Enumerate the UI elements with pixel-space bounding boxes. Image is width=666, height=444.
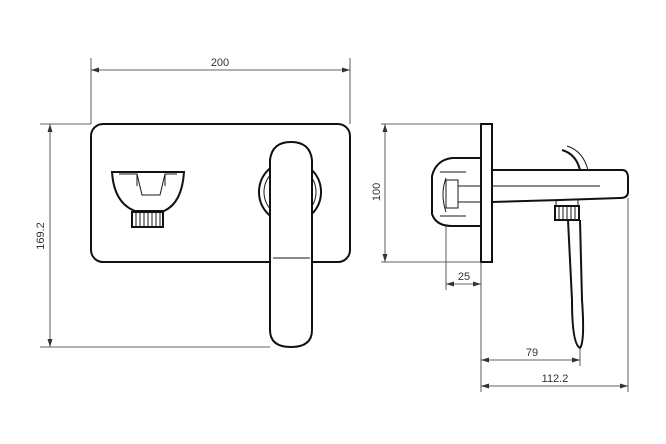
- diverter-inner: [119, 173, 177, 196]
- front-width-label: 200: [211, 57, 229, 69]
- side-valve-body: [431, 157, 481, 227]
- side-depth-79-label: 79: [526, 347, 538, 359]
- side-spout: [491, 169, 629, 203]
- side-height-dimension: 100: [371, 123, 481, 263]
- wall-plate: [90, 123, 351, 263]
- side-depth-25-label: 25: [458, 271, 470, 283]
- front-view: [90, 123, 351, 349]
- side-depth-112-label: 112.2: [542, 373, 569, 385]
- lever-handle: [269, 140, 313, 349]
- side-lever: [567, 219, 585, 350]
- side-wall-plate: [480, 123, 493, 263]
- side-depth-112-dimension: 112.2: [481, 198, 629, 392]
- diverter-body: [110, 171, 186, 212]
- front-width-dimension: 200: [90, 57, 351, 124]
- front-height-dimension: 169.2: [35, 123, 270, 348]
- side-valve-cartridge: [445, 179, 459, 209]
- side-lever-top: [561, 149, 581, 171]
- thread-lines: [135, 212, 161, 227]
- side-height-label: 100: [371, 183, 383, 201]
- side-depth-79-dimension: 79: [480, 290, 581, 392]
- side-view: [431, 123, 629, 350]
- front-height-label: 169.2: [35, 222, 47, 250]
- side-depth-25-dimension: 25: [445, 226, 482, 290]
